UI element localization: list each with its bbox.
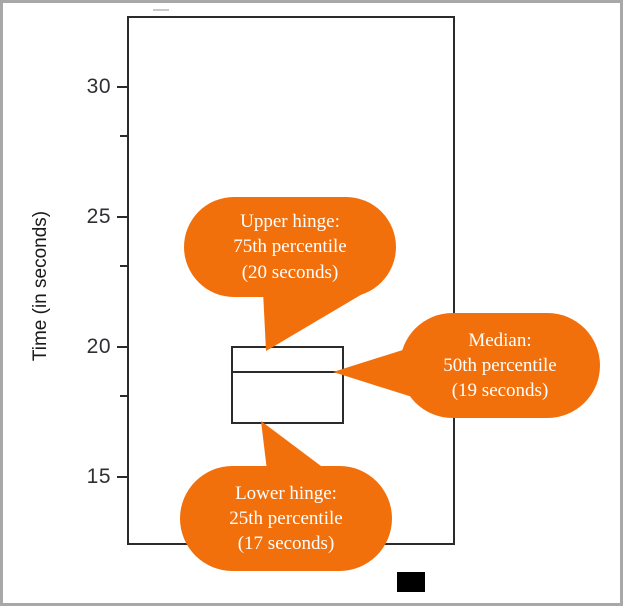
callout-median-line-2: 50th percentile: [443, 354, 557, 376]
callout-median-line-1: Median:: [468, 329, 532, 351]
y-tick-major-15: [117, 476, 128, 478]
callout-lower-hinge: Lower hinge: 25th percentile (17 seconds…: [180, 466, 392, 571]
y-tick-major-20: [117, 346, 128, 348]
y-tick-label-25: 25: [86, 205, 111, 228]
y-axis-title: Time (in seconds): [30, 210, 51, 362]
y-tick-major-25: [117, 216, 128, 218]
y-tick-minor-3: [120, 395, 128, 397]
y-tick-minor-1: [120, 135, 128, 137]
callout-lower-line-1: Lower hinge:: [235, 482, 337, 504]
callout-median: Median: 50th percentile (19 seconds): [400, 313, 600, 418]
callout-lower-line-2: 25th percentile: [229, 507, 343, 529]
callout-upper-line-3: (20 seconds): [241, 261, 339, 283]
boxplot-median-line: [231, 371, 344, 373]
boxplot-box: [231, 346, 344, 424]
y-tick-label-15: 15: [86, 465, 111, 488]
y-tick-label-20: 20: [86, 335, 111, 358]
black-square-marker: [397, 572, 425, 592]
y-tick-major-30: [117, 86, 128, 88]
callout-upper-hinge: Upper hinge: 75th percentile (20 seconds…: [184, 197, 396, 297]
y-axis: 30 25 20 15 Time (in seconds): [3, 3, 620, 603]
callout-lower-line-3: (17 seconds): [237, 533, 335, 555]
y-tick-minor-2: [120, 265, 128, 267]
callout-median-line-3: (19 seconds): [451, 380, 549, 402]
callout-upper-line-2: 75th percentile: [233, 236, 347, 258]
top-dash-mark: [153, 9, 169, 11]
y-tick-label-30: 30: [86, 75, 111, 98]
callout-upper-line-1: Upper hinge:: [240, 211, 340, 233]
